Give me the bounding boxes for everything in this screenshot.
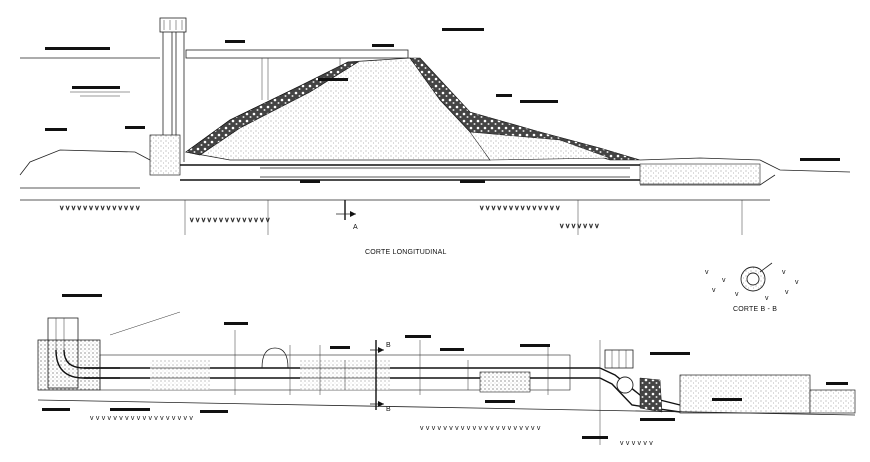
station-marks: [184, 200, 743, 235]
svg-text:v: v: [722, 277, 726, 284]
intake-tower: [149, 17, 187, 176]
dam-embankment: [185, 28, 641, 161]
outlet-conduit: [180, 164, 640, 183]
svg-text:v v v v v: v v v v v v v v v v v v v v v v v v v v …: [420, 425, 541, 432]
foundation-hatch: v v v v v v v v v v v v v v v v v v v v …: [60, 205, 599, 231]
marker-a-label: A: [353, 224, 358, 231]
section-marker-b: B B: [370, 340, 391, 413]
ground-profile: [19, 126, 851, 201]
svg-text:v: v: [712, 287, 716, 294]
profile-foundation-hatch: v v v v v v v v v v v v v v v v v v v v …: [90, 415, 653, 447]
section-title-bb: CORTE B - B: [733, 306, 777, 313]
svg-text:v v v v v v: v v v v v v v: [560, 223, 599, 230]
svg-text:v: v: [765, 295, 769, 302]
reservoir-water-level: [20, 47, 160, 97]
outlet-pipe: [84, 311, 600, 413]
outlet-structure: [599, 349, 856, 421]
marker-b-bottom: B: [386, 406, 391, 413]
svg-text:v: v: [735, 291, 739, 298]
svg-text:v v v v v v v v: v v v v v v v v v v v v v v: [190, 217, 270, 224]
svg-text:v v v v v: v v v v v v v v v v v v v v: [60, 205, 140, 212]
longitudinal-section: v v v v v v v v v v v v v v v v v v v v …: [19, 17, 851, 256]
profile-section: B B v v v v v v v v v: [37, 294, 856, 447]
svg-text:v v v v v: v v v v v v: [620, 440, 653, 447]
marker-b-top: B: [386, 342, 391, 349]
svg-text:v v v v v: v v v v v v v v v v v v v v: [480, 205, 560, 212]
svg-text:v: v: [705, 269, 709, 276]
section-marker-a: A: [336, 200, 358, 231]
access-bridge: [185, 40, 409, 100]
svg-text:v: v: [795, 279, 799, 286]
section-title-longitudinal: CORTE LONGITUDINAL: [365, 249, 447, 256]
cross-section-bb: v v v v v v v v CORTE B - B: [705, 262, 799, 313]
svg-text:v v v v v: v v v v v v v v v v v v v v v v v v: [90, 415, 193, 422]
svg-text:v: v: [785, 289, 789, 296]
svg-text:v: v: [782, 269, 786, 276]
